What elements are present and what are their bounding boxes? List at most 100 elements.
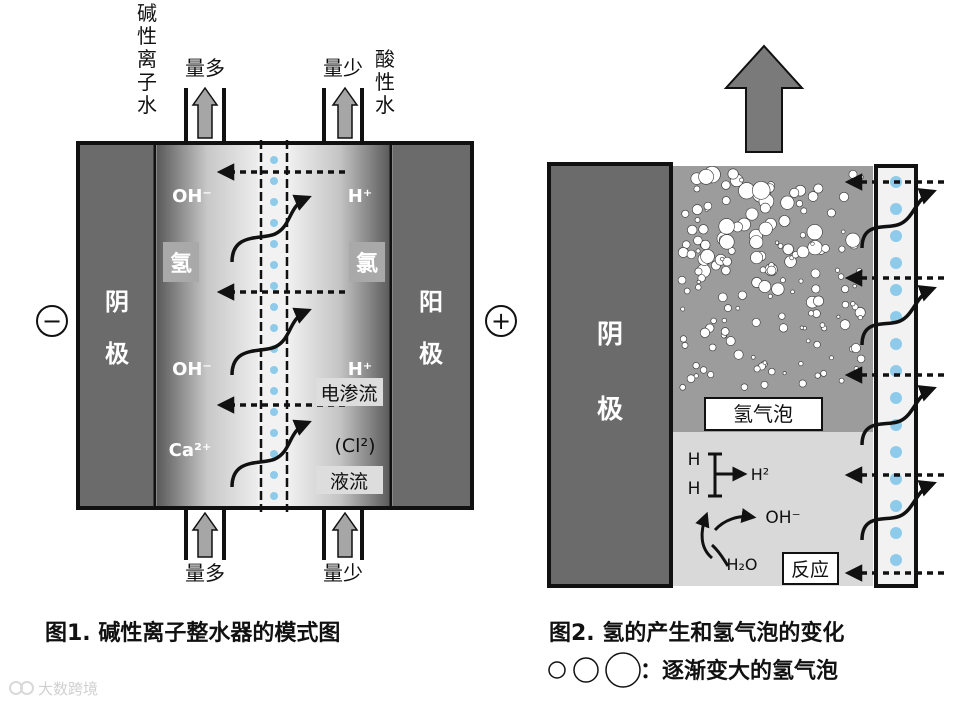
bubble <box>693 235 703 246</box>
bubble <box>718 218 735 235</box>
bubble <box>851 343 861 353</box>
bubble <box>694 217 701 223</box>
bubble <box>782 243 794 255</box>
bubble <box>810 241 815 246</box>
bubble <box>751 181 771 200</box>
bubble <box>768 368 776 376</box>
bubble <box>853 366 859 372</box>
bubble <box>699 327 710 338</box>
bubble <box>856 354 866 364</box>
bubble <box>841 229 846 234</box>
membrane-dot <box>270 450 278 458</box>
hydroxide-ion-label: OH⁻ <box>172 186 212 207</box>
label-char: 水 <box>137 93 157 117</box>
bubble <box>800 207 808 215</box>
membrane-dot <box>270 387 278 395</box>
hydrogen-atom-label: H <box>688 450 701 470</box>
membrane-dot <box>270 198 278 206</box>
inlet-pipe-left <box>184 508 226 560</box>
bubble <box>680 306 686 312</box>
curved-arrow <box>860 188 937 249</box>
bubble <box>856 268 863 275</box>
hydrogen-bubbles-label: 氢气泡 <box>733 402 793 426</box>
bubble <box>814 372 821 379</box>
hydrogen-atom-label: H <box>688 479 701 499</box>
bubble <box>807 191 819 202</box>
bubble <box>777 243 784 249</box>
bubble <box>857 315 863 321</box>
calcium-ion-label: Ca²⁺ <box>169 440 212 461</box>
label-char: 子 <box>137 70 157 94</box>
membrane-dot <box>270 408 278 416</box>
hydrogen-ion-label: H⁺ <box>348 186 373 207</box>
bubble <box>710 317 717 325</box>
bubble <box>780 277 786 284</box>
bubble <box>795 200 803 208</box>
membrane-dot <box>270 177 278 185</box>
hydrogen-bubbles <box>677 166 866 391</box>
bubble <box>692 362 700 370</box>
label-char: 水 <box>375 93 395 117</box>
membrane-dot <box>270 156 278 164</box>
bubble <box>760 380 769 389</box>
bubble <box>813 341 821 349</box>
bubble <box>733 349 744 360</box>
bubble <box>693 373 699 379</box>
hydroxide-ion-label: OH⁻ <box>765 508 800 528</box>
bubble <box>721 196 731 205</box>
outflow-arrow-right <box>331 86 359 139</box>
bubble <box>780 195 795 210</box>
minus-sign: − <box>42 307 62 335</box>
curved-arrow <box>860 385 937 446</box>
membrane-dot <box>270 366 278 374</box>
bubble <box>808 310 815 317</box>
liquid-flow-label: 液流 <box>330 471 368 493</box>
bubble-size-legend <box>548 652 641 688</box>
cathode-label: 阴 <box>105 288 129 316</box>
bubble <box>827 208 836 218</box>
bubble <box>813 183 824 194</box>
chlorine-gas-label: 氯 <box>356 251 378 277</box>
bubble <box>782 371 787 376</box>
bubble <box>813 295 824 307</box>
bubble <box>722 256 732 267</box>
outflow-small-label: 量少 <box>323 56 363 80</box>
bubble <box>687 224 698 236</box>
hydroxide-ion-label: OH⁻ <box>172 359 212 380</box>
bubble <box>778 215 791 227</box>
membrane <box>258 140 290 512</box>
chlorine-molecule-label: (Cl²) <box>335 435 376 457</box>
figure-2-caption: 图2. 氢的产生和氢气泡的变化 <box>549 620 844 646</box>
bubble <box>727 168 739 180</box>
membrane-dot <box>890 446 902 458</box>
bubble <box>735 306 740 311</box>
bubble <box>774 240 779 245</box>
membrane-dot <box>270 261 278 269</box>
bubble <box>753 365 761 373</box>
bubble <box>718 292 728 302</box>
bubble <box>799 232 806 239</box>
bubble <box>766 265 777 276</box>
plus-sign: + <box>491 307 511 335</box>
bubble <box>839 319 851 330</box>
membrane-dot <box>890 500 902 512</box>
anode-label: 阳 <box>419 288 443 316</box>
bubble <box>838 245 846 253</box>
negative-terminal <box>36 305 68 337</box>
cathode-label: 极 <box>105 340 129 368</box>
bubble-legend-text: ：逐渐变大的氢气泡 <box>640 658 838 684</box>
bubble <box>724 304 732 312</box>
bubble <box>679 384 686 391</box>
membrane-dot <box>270 240 278 248</box>
bubble <box>852 284 857 289</box>
inflow-arrows <box>844 173 944 582</box>
bubble <box>758 280 772 293</box>
cathode-electrode <box>80 145 154 506</box>
bubble <box>696 279 701 284</box>
label-char: 性 <box>375 70 395 94</box>
reaction-label: 反应 <box>791 559 829 581</box>
bubble <box>798 278 804 284</box>
bubble <box>845 232 861 248</box>
figure-1: 碱 性 离 子 水 量多 量少 酸 性 水 <box>36 1 517 646</box>
bubble <box>778 312 786 320</box>
